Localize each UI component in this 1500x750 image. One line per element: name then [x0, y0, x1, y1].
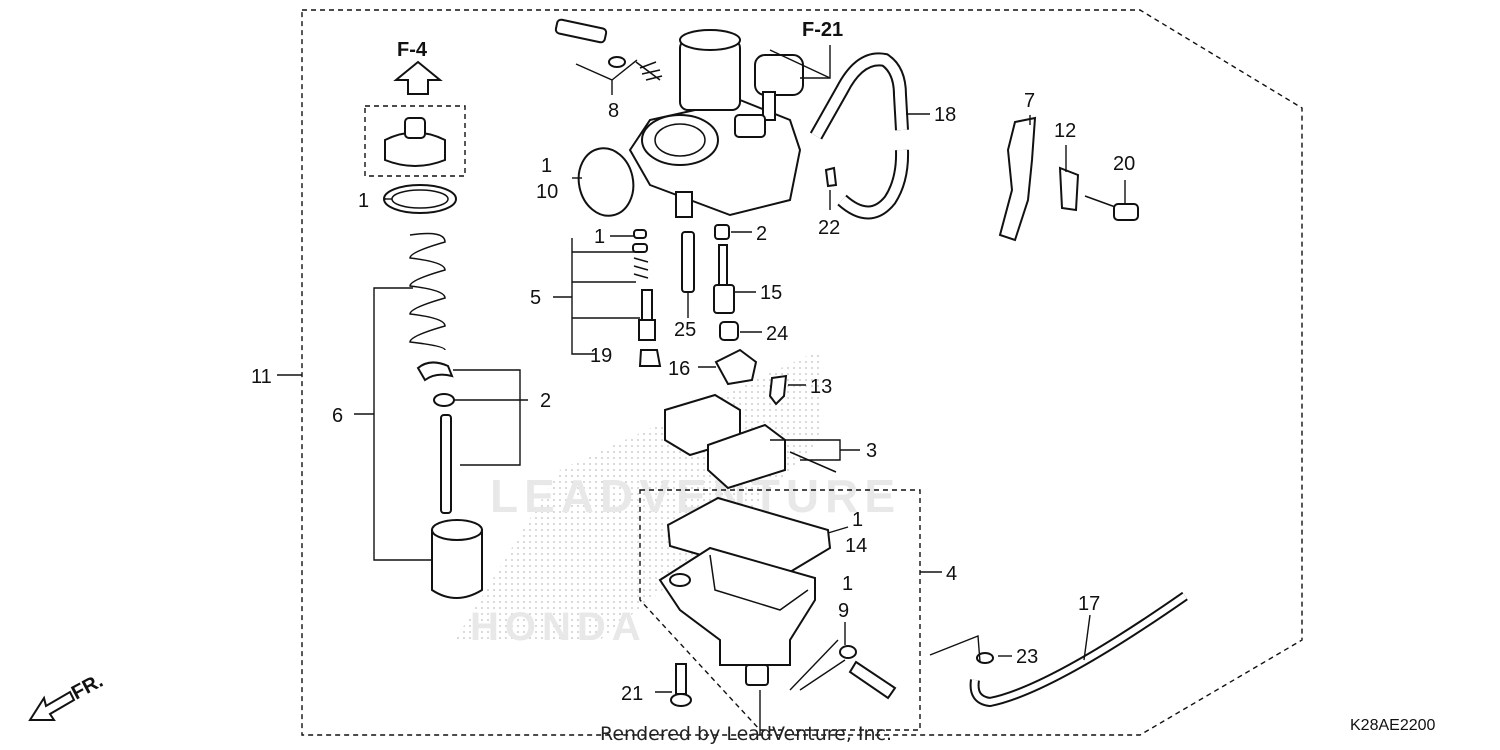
label-4: 4: [946, 563, 957, 585]
float-needle: [768, 374, 788, 406]
label-9: 9: [838, 600, 849, 622]
choke-lever: [998, 116, 1037, 242]
label-2: 2: [540, 390, 551, 412]
label-1: 1: [541, 155, 552, 177]
leader-lines: [277, 45, 1126, 735]
label-1: 1: [852, 509, 863, 531]
plate-12: [1058, 166, 1080, 212]
render-credit: Rendered by LeadVenture, Inc.: [600, 723, 892, 745]
ref-f4: F-4: [393, 39, 443, 95]
label-23: 23: [1016, 646, 1038, 668]
cap-box: [364, 105, 466, 177]
jet-needle: [440, 414, 452, 514]
chamber-gasket: [666, 496, 832, 580]
drain-screw: [848, 660, 897, 700]
gasket: [577, 147, 635, 217]
float-chamber-outline: [639, 489, 921, 731]
label-8: 8: [608, 100, 619, 122]
o-ring: [383, 184, 457, 214]
label-16: 16: [668, 358, 690, 380]
up-arrow-icon: [393, 60, 443, 95]
label-15: 15: [760, 282, 782, 304]
ref-f21: F-21: [802, 19, 843, 41]
float: [664, 393, 837, 490]
needle-jet-25: [681, 231, 695, 293]
label-2: 2: [756, 223, 767, 245]
main-jet-24: [719, 321, 739, 341]
ref-f4-text: F-4: [397, 39, 428, 61]
label-7: 7: [1024, 90, 1035, 112]
label-18: 18: [934, 104, 956, 126]
clip-22: [824, 166, 838, 188]
label-1: 1: [842, 573, 853, 595]
needle-clip: [416, 361, 454, 382]
label-1: 1: [358, 190, 369, 212]
throttle-valve: [431, 519, 483, 599]
label-22: 22: [818, 217, 840, 239]
jet-19: [638, 349, 662, 367]
label-17: 17: [1078, 593, 1100, 615]
float-valve-seat: [714, 348, 758, 386]
label-13: 13: [810, 376, 832, 398]
top-cap: [384, 117, 446, 167]
label-19: 19: [590, 345, 612, 367]
pilot-screw: [554, 18, 663, 81]
clip-23: [976, 652, 994, 664]
direction-arrow-icon: [28, 690, 76, 721]
screw-21: [670, 693, 692, 707]
label-10: 10: [536, 181, 558, 203]
label-25: 25: [674, 319, 696, 341]
label-6: 6: [332, 405, 343, 427]
bolt-20: [1113, 203, 1139, 221]
float-chamber: [658, 546, 816, 686]
label-11: 11: [251, 366, 272, 388]
watermark-text-2: HONDA: [470, 605, 647, 649]
throttle-spring: [409, 232, 446, 351]
label-3: 3: [866, 440, 877, 462]
jet-2: [714, 224, 730, 240]
retainer: [433, 393, 455, 407]
washer-9: [839, 645, 857, 659]
label-12: 12: [1054, 120, 1076, 142]
label-5: 5: [530, 287, 541, 309]
label-14: 14: [845, 535, 867, 557]
jet-15: [713, 284, 735, 314]
diagram-code: K28AE2200: [1350, 717, 1436, 734]
carburetor-body: [628, 29, 804, 218]
label-24: 24: [766, 323, 788, 345]
label-1: 1: [594, 226, 605, 248]
assembly-outline: [301, 9, 1303, 736]
label-21: 21: [621, 683, 643, 705]
label-20: 20: [1113, 153, 1135, 175]
front-direction-indicator: FR.: [28, 670, 107, 721]
